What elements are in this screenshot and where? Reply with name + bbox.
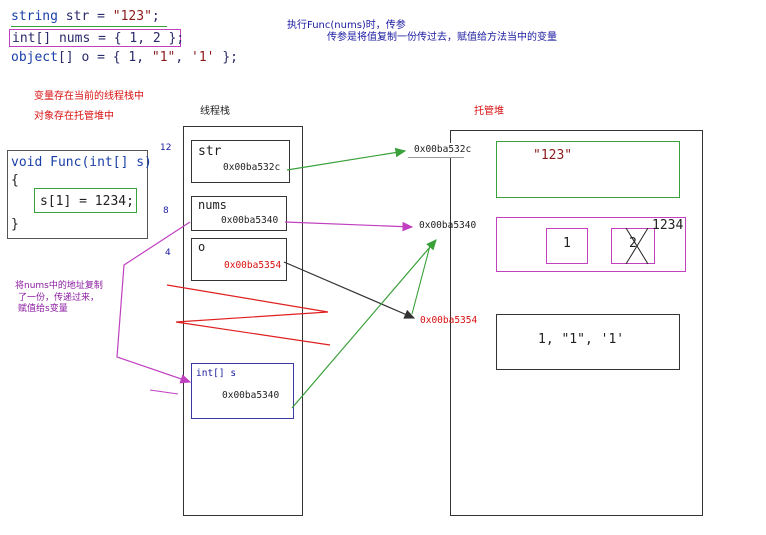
stack-addr-str: 0x00ba532c [223,162,281,173]
arrow-o-to-heap [283,261,416,319]
note-variable-on-stack: 变量存在当前的线程栈中 [34,91,144,102]
array-cell-1 [611,228,655,264]
heap-addr-o: 0x00ba5354 [420,315,478,326]
heap-title: 托管堆 [474,106,504,117]
offset-12: 12 [160,143,172,153]
array-cell-1-new-value: 1234 [652,218,684,233]
heap-object-object-array [496,314,680,370]
func-close-brace: } [11,217,19,232]
stack-var-s: int[] s [196,368,237,379]
stack-var-nums: nums [198,198,227,212]
code-line-int-array: int[] nums = { 1, 2 }; [12,31,185,46]
func-body-box [34,188,137,213]
arrow-nums-to-heap [284,221,414,232]
stack-addr-o: 0x00ba5354 [224,260,282,271]
purple-tail [149,389,179,395]
arrow-s-to-heap [291,239,437,409]
stack-addr-s: 0x00ba5340 [222,390,280,401]
note-call-func: 执行Func(nums)时，传参 [287,20,406,31]
arrow-str-to-heap [286,147,407,171]
func-code-box [7,150,148,239]
note-object-on-heap: 对象存在托管堆中 [34,111,114,122]
green-connector [411,241,432,315]
heap-string-value: "123" [533,148,573,163]
func-body: s[1] = 1234; [40,194,134,209]
stack-slot-s [191,363,294,419]
note-copy-address-3: 赋值给s变量 [18,304,68,314]
note-pass-by-value: 传参是将值复制一份传过去，赋值给方法当中的变量 [327,32,557,43]
underline-green [11,26,167,27]
func-open-brace: { [11,173,19,188]
heap-object-string [496,141,680,198]
heap-object-int-array [496,217,686,272]
note-copy-address-2: 了一份，传递过来， [18,293,100,303]
code-line-object: object[] o = { 1, "1", '1' }; [11,50,238,65]
nums-highlight-box [9,29,181,47]
heap-addr-nums: 0x00ba5340 [419,220,477,231]
stack-var-o: o [198,240,206,254]
code-line-string: string str = "123"; [11,9,160,24]
keyword-string: string [11,9,58,24]
red-zigzag-stroke [166,284,331,346]
offset-8: 8 [163,206,169,216]
note-copy-address-1: 将nums中的地址复制 [15,281,103,291]
stack-addr-nums: 0x00ba5340 [221,215,279,226]
array-cell-0 [546,228,588,264]
heap-object-array-value: 1, "1", '1' [538,332,625,347]
heap-addr-str: 0x00ba532c [414,144,472,155]
array-cell-1-value: 2 [629,236,637,251]
func-signature: void Func(int[] s) [11,155,152,170]
managed-heap [450,130,703,516]
addr1-underline [408,157,464,158]
arrow-copy-nums-to-s [116,221,192,384]
stack-var-str: str [198,144,222,159]
offset-4: 4 [165,248,171,258]
stack-title: 线程栈 [200,106,230,117]
stack-slot-nums [191,196,287,231]
array-cell-0-value: 1 [563,236,571,251]
stack-slot-str [191,140,290,183]
cross-out-line-2 [625,227,649,265]
stack-slot-o [191,238,287,281]
